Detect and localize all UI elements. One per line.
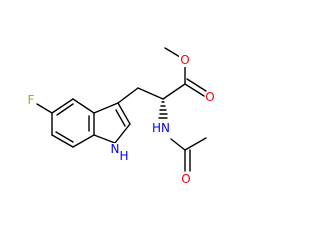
bond-cacyl-methyl: [184, 137, 207, 151]
molecule-structure: F N H HN O O O: [28, 47, 215, 186]
bond-c3-cbeta: [117, 87, 139, 104]
ester-o-single-bg: [179, 53, 191, 67]
bond-calpha-ccarbonyl: [162, 83, 186, 100]
bond-c3a-c3: [93, 102, 119, 114]
amide-nh-bg: [150, 122, 173, 135]
bond-c7-c7a: [72, 134, 95, 148]
bond-c4-c5: [51, 98, 74, 114]
bond-c2-n1: [114, 123, 131, 144]
bond-c5-f: [36, 103, 53, 114]
bond-c6-c7: [51, 134, 74, 148]
bond-n-cacyl: [170, 138, 186, 151]
atom-fluorine: F: [28, 93, 35, 107]
bond-ccarbonyl-o-double-b: [186, 78, 207, 92]
atom-ester-o-double: O: [205, 90, 214, 104]
benzene-ring: [51, 98, 95, 148]
atom-amide-nh: HN: [152, 121, 170, 135]
bond-c3-c2-inner: [115, 109, 126, 127]
stereo-hashed-wedge: [158, 101, 168, 119]
indole-nh-bg: [111, 143, 123, 156]
atom-indole-hydrogen: H: [119, 149, 128, 163]
bond-c3a-c4: [72, 98, 95, 114]
atom-indole-nitrogen: N: [111, 142, 120, 156]
bond-cbeta-calpha: [137, 87, 164, 100]
pyrrole-ring: [93, 102, 131, 144]
bond-c4-c5-inner: [56, 103, 74, 116]
bond-ccarbonyl-o-double-a: [184, 83, 205, 97]
bond-n1-c7a: [93, 134, 116, 144]
atom-amide-o-double: O: [181, 172, 190, 186]
bond-c6-c7-inner: [55, 131, 74, 143]
bond-c3-c2: [117, 102, 131, 125]
atom-ester-o-single: O: [180, 53, 189, 67]
